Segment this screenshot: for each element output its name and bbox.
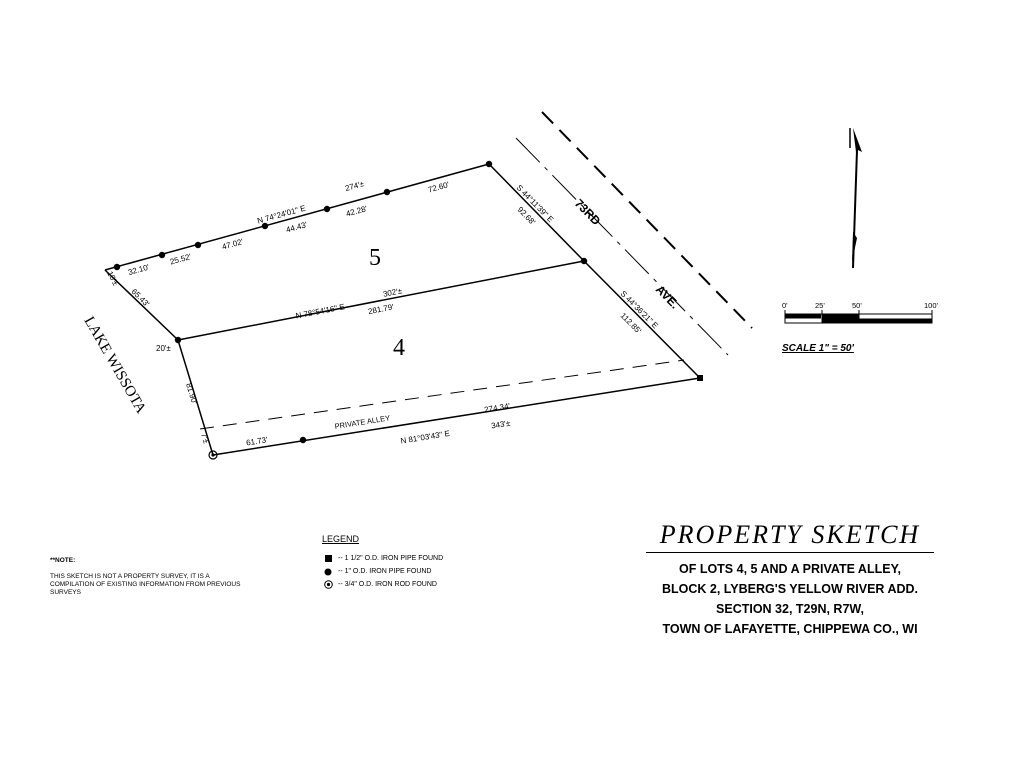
south-boundary-line xyxy=(212,377,701,456)
note-body: THIS SKETCH IS NOT A PROPERTY SURVEY, IT… xyxy=(50,573,241,596)
north-total: 274'± xyxy=(344,179,366,193)
scale-tick-0: 0' xyxy=(782,301,788,310)
lot-5-label: 5 xyxy=(369,245,381,271)
dot-marker-icon xyxy=(322,568,334,576)
square-marker-icon xyxy=(322,555,334,562)
iron-rod-marker xyxy=(208,450,218,460)
legend-item-text: -- 1" O.D. IRON PIPE FOUND xyxy=(338,568,432,575)
north-seg-1: 32.10' xyxy=(127,263,151,278)
title-line-1: OF LOTS 4, 5 AND A PRIVATE ALLEY, xyxy=(678,562,901,576)
note-block: **NOTE: THIS SKETCH IS NOT A PROPERTY SU… xyxy=(50,557,250,597)
ring-marker-icon xyxy=(322,580,334,589)
north-seg-4: 44.43' xyxy=(285,220,309,235)
south-bearing: N 81°03'43" E xyxy=(400,429,451,446)
south-total: 343'± xyxy=(490,419,511,431)
east-boundary-line xyxy=(488,163,701,379)
north-arrow-icon xyxy=(849,128,862,269)
legend-item-text: -- 3/4" O.D. IRON ROD FOUND xyxy=(338,581,437,588)
title-block: PROPERTY SKETCH OF LOTS 4, 5 AND A PRIVA… xyxy=(640,520,940,639)
title-line-2: BLOCK 2, LYBERG'S YELLOW RIVER ADD. xyxy=(661,582,918,596)
legend: LEGEND -- 1 1/2" O.D. IRON PIPE FOUND --… xyxy=(322,534,443,591)
north-boundary-line xyxy=(104,163,490,271)
north-seg-5: 42.28' xyxy=(345,204,369,219)
middle-bearing: N 78°54'16" E xyxy=(295,302,346,320)
legend-title: LEGEND xyxy=(322,534,360,544)
legend-item: -- 1 1/2" O.D. IRON PIPE FOUND xyxy=(322,552,443,565)
scale-tick-50: 50' xyxy=(852,301,862,310)
west-mid: 20'± xyxy=(156,344,171,353)
north-seg-2: 25.52' xyxy=(169,252,193,267)
lot-4-label: 4 xyxy=(393,335,405,361)
south-segment: 61.73' xyxy=(245,435,268,447)
scale-bar xyxy=(784,310,933,324)
legend-item-text: -- 1 1/2" O.D. IRON PIPE FOUND xyxy=(338,555,444,562)
alley-dashed-line xyxy=(199,359,685,430)
middle-distance: 281.79' xyxy=(367,302,395,316)
road-label-ave: AVE. xyxy=(653,282,682,311)
iron-pipe-markers xyxy=(113,160,588,444)
iron-pipe-square-marker xyxy=(697,375,703,381)
west-lower: 81.90' xyxy=(184,382,199,406)
scale-text: SCALE 1" = 50' xyxy=(782,343,854,354)
west-top: 10'± xyxy=(105,270,120,288)
south-distance: 274.34' xyxy=(484,401,512,414)
north-seg-3: 47.02' xyxy=(221,237,245,252)
scale-tick-25: 25' xyxy=(815,301,825,310)
scale-tick-100: 100' xyxy=(924,301,939,310)
lake-label: LAKE WISSOTA xyxy=(81,314,149,416)
north-seg-6: 72.60' xyxy=(427,180,451,195)
middle-total: 302'± xyxy=(382,286,403,299)
page-title: PROPERTY SKETCH xyxy=(646,520,934,553)
road-edge-line xyxy=(541,111,753,329)
road-centerline xyxy=(515,137,729,356)
title-line-4: TOWN OF LAFAYETTE, CHIPPEWA CO., WI xyxy=(662,622,918,636)
west-upper: 65.43' xyxy=(130,287,152,309)
legend-item: -- 3/4" O.D. IRON ROD FOUND xyxy=(322,578,443,591)
note-title: **NOTE: xyxy=(50,557,76,564)
legend-item: -- 1" O.D. IRON PIPE FOUND xyxy=(322,565,443,578)
west-bottom: 7'± xyxy=(199,432,211,445)
lot-dividing-line xyxy=(177,260,585,341)
title-line-3: SECTION 32, T29N, R7W, xyxy=(716,602,864,616)
